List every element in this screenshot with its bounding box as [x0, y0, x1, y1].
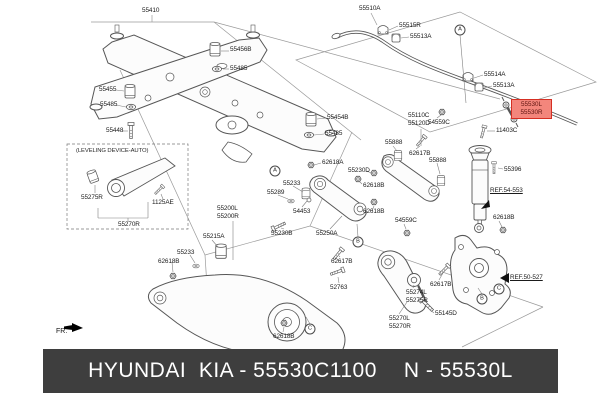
part-label-ref54553: REF.54-553 — [490, 187, 523, 194]
ref-arrow-shock — [481, 200, 490, 209]
part-label-55513a: 55513A — [493, 82, 515, 89]
part-label-55454b: 55454B — [327, 114, 349, 121]
part-label-55120d: 55120D — [408, 120, 430, 127]
part-label-55410: 55410 — [142, 7, 160, 14]
part-label-55274l: 55274L — [406, 289, 427, 296]
fastener-drawings — [124, 42, 507, 327]
ref-arrow-knuckle — [500, 273, 509, 283]
part-label-55888: 55888 — [385, 139, 403, 146]
callout-circle-b: B — [352, 236, 364, 248]
banner-part-number: HYUNDAI KIA - 55530C1100 — [88, 359, 377, 382]
part-label-55215a: 55215A — [203, 233, 225, 240]
part-label-62618b: 62618B — [493, 214, 515, 221]
callout-circle-b: B — [476, 293, 488, 305]
part-label-55275r: 55275R — [406, 297, 428, 304]
part-label-55888: 55888 — [429, 157, 447, 164]
part-label-62618b: 62618B — [158, 258, 180, 265]
part-label-55110c: 55110C — [408, 112, 430, 119]
lower-arm-drawing — [147, 274, 346, 362]
part-label-55233: 55233 — [177, 249, 195, 256]
part-label-55515r: 55515R — [399, 22, 421, 29]
part-label-62618b: 62618B — [363, 208, 385, 215]
part-label-55513a: 55513A — [410, 33, 432, 40]
part-label-55510a: 55510A — [359, 5, 381, 12]
knuckle-drawing — [450, 234, 511, 315]
part-label-55448: 55448 — [106, 127, 124, 134]
part-label-62617b: 62617B — [409, 150, 431, 157]
shock-absorber-drawing — [468, 145, 492, 233]
part-label-55230b: 55230B — [271, 230, 293, 237]
trailing-arm-drawing — [377, 250, 429, 314]
part-label-55270r: 55270R — [118, 221, 140, 228]
callout-circle-a: A — [269, 165, 281, 177]
highlighted-part-line1: 55530L — [520, 101, 542, 109]
part-label-ref50527: REF.50-527 — [510, 274, 543, 281]
part-label-55514a: 55514A — [484, 71, 506, 78]
callout-circle-c: C — [304, 323, 316, 335]
part-label-62618b: 62618B — [363, 182, 385, 189]
part-label-54453: 54453 — [293, 208, 311, 215]
part-label-62618a: 62618A — [322, 159, 344, 166]
part-label-62617b: 62617B — [430, 281, 452, 288]
part-label-55396: 55396 — [504, 166, 522, 173]
highlighted-part-box[interactable]: 55530L 55530R — [511, 99, 552, 119]
leveling-device-group — [66, 143, 189, 230]
part-label-55456b: 55456B — [230, 46, 252, 53]
part-label-62617b: 62617B — [331, 258, 353, 265]
part-label-55485: 55485 — [230, 65, 248, 72]
part-label-55455: 55455 — [99, 86, 117, 93]
part-label-levelingdeviceauto: (LEVELING DEVICE-AUTO) — [76, 148, 149, 154]
fr-arrow-icon — [64, 323, 83, 332]
callout-circle-c: C — [493, 283, 505, 295]
part-label-55200r: 55200R — [217, 213, 239, 220]
part-label-55230d: 55230D — [348, 167, 370, 174]
part-label-55250a: 55250A — [316, 230, 338, 237]
part-label-55275r: 55275R — [81, 194, 103, 201]
banner-ref-number: N - 55530L — [403, 359, 513, 382]
part-label-54559c: 54559C — [395, 217, 417, 224]
part-label-55270l: 55270L — [389, 315, 410, 322]
subframe-drawing — [89, 24, 338, 163]
fr-label: FR. — [56, 328, 68, 335]
fr-indicator: FR. — [56, 328, 67, 335]
part-label-55200l: 55200L — [217, 205, 238, 212]
part-label-54559c: 54559C — [428, 119, 450, 126]
part-label-1125ae: 1125AE — [152, 199, 174, 206]
part-label-62618b: 62618B — [273, 333, 295, 340]
part-label-11403c: 11403C — [496, 127, 518, 134]
part-label-55233: 55233 — [283, 180, 301, 187]
highlighted-part-line2: 55530R — [520, 109, 543, 116]
footer-banner: HYUNDAI KIA - 55530C1100 N - 55530L — [43, 349, 558, 393]
part-label-55289: 55289 — [267, 189, 285, 196]
part-label-52763: 52763 — [330, 284, 348, 291]
part-label-55485: 55485 — [100, 101, 118, 108]
callout-circle-a: A — [454, 24, 466, 36]
part-label-55270r: 55270R — [389, 323, 411, 330]
part-label-55485: 55485 — [325, 130, 343, 137]
leader-lines — [94, 25, 504, 333]
part-label-55145d: 55145D — [435, 310, 457, 317]
